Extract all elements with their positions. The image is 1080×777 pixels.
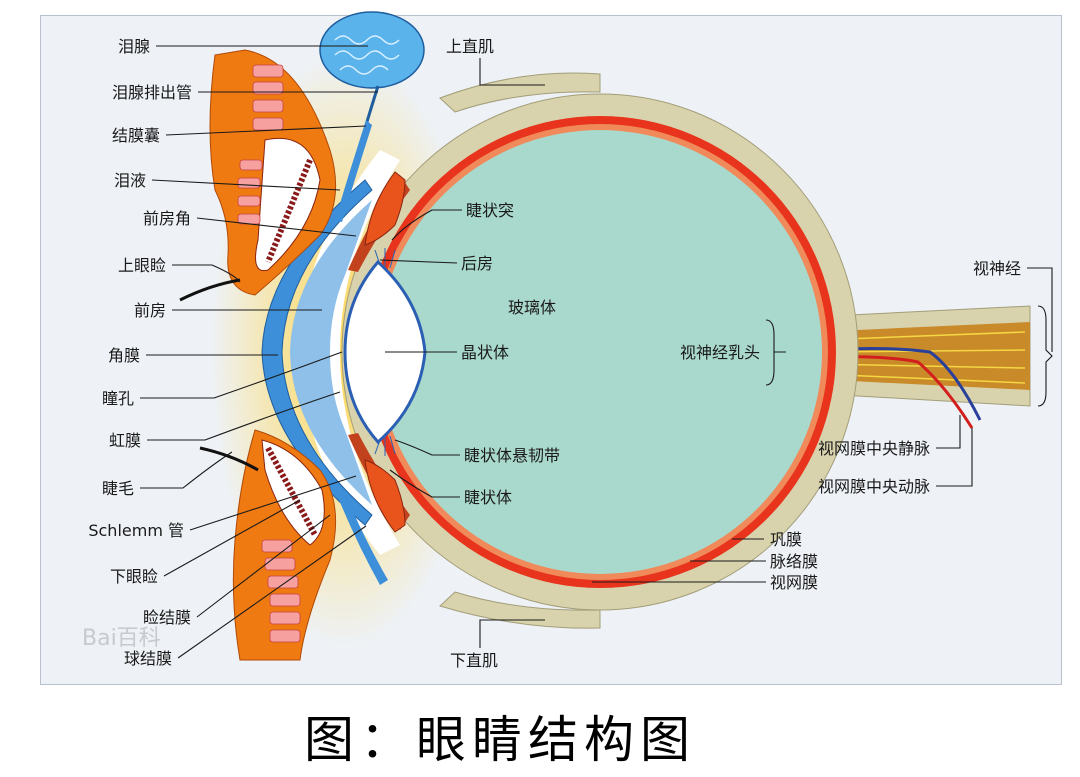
lacrimal-gland-lobules: [334, 35, 400, 75]
anterior-segment-base: [300, 150, 400, 555]
label-inferior-rectus: 下直肌: [450, 651, 498, 670]
label-central-retinal-artery: 视网膜中央动脉: [818, 477, 930, 496]
ciliary-zonules: [374, 248, 396, 456]
conjunctival-sac: [335, 120, 372, 222]
lower-meibomian-gland: [265, 446, 318, 537]
label-lower-eyelid: 下眼睑: [110, 567, 158, 586]
upper-meibomian-gland: [265, 158, 313, 264]
cornea: [261, 179, 373, 526]
lacrimal-gland: [319, 11, 425, 89]
upper-eyelash: [179, 278, 241, 302]
label-pupil: 瞳孔: [102, 389, 134, 408]
eye-anatomy-diagram: 泪腺 泪腺排出管 结膜囊 泪液 前房角 上眼睑 前房 角膜 瞳孔 虹膜 睫毛 S…: [88, 11, 1053, 670]
ciliary-body-upper: [364, 171, 406, 246]
label-anterior-chamber: 前房: [134, 301, 166, 320]
label-superior-rectus: 上直肌: [446, 37, 494, 56]
label-tears: 泪液: [114, 171, 146, 190]
label-anterior-angle: 前房角: [143, 209, 191, 228]
label-posterior-chamber: 后房: [461, 254, 493, 273]
label-lacrimal-duct: 泪腺排出管: [112, 83, 192, 102]
label-bulbar-conjunctiva: 球结膜: [124, 649, 172, 668]
label-central-retinal-vein: 视网膜中央静脉: [818, 439, 930, 458]
leader-lines-left: [140, 45, 378, 659]
label-schlemm-canal: Schlemm 管: [88, 521, 184, 540]
label-iris: 虹膜: [109, 431, 141, 450]
label-sclera: 巩膜: [770, 530, 802, 549]
anterior-chamber: [290, 200, 372, 505]
label-optic-disc: 视神经乳头: [680, 343, 760, 362]
label-conjunctival-sac: 结膜囊: [112, 126, 160, 145]
label-zonule: 睫状体悬韧带: [464, 446, 560, 465]
label-retina: 视网膜: [770, 573, 818, 592]
figure-caption: 图：眼睛结构图: [304, 711, 696, 769]
lower-conjunctiva: [335, 488, 388, 585]
label-cornea: 角膜: [108, 346, 140, 365]
leader-lines-right: [379, 58, 1053, 648]
vitreous-body: [378, 130, 822, 574]
superior-rectus-muscle: [439, 72, 601, 113]
label-vitreous: 玻璃体: [508, 298, 556, 317]
label-lens: 晶状体: [461, 343, 509, 362]
label-palpebral-conjunctiva: 睑结膜: [143, 608, 191, 627]
watermark-logo: Bai百科: [82, 626, 161, 651]
label-upper-eyelid: 上眼睑: [118, 256, 166, 275]
label-ciliary-process: 睫状突: [466, 201, 514, 220]
label-ciliary-body: 睫状体: [464, 488, 512, 507]
label-choroid: 脉络膜: [770, 552, 818, 571]
label-lacrimal-gland: 泪腺: [118, 37, 150, 56]
ciliary-body-lower: [364, 459, 406, 533]
lower-eyelash: [199, 446, 259, 472]
label-eyelash: 睫毛: [102, 479, 134, 498]
label-optic-nerve: 视神经: [973, 259, 1021, 278]
